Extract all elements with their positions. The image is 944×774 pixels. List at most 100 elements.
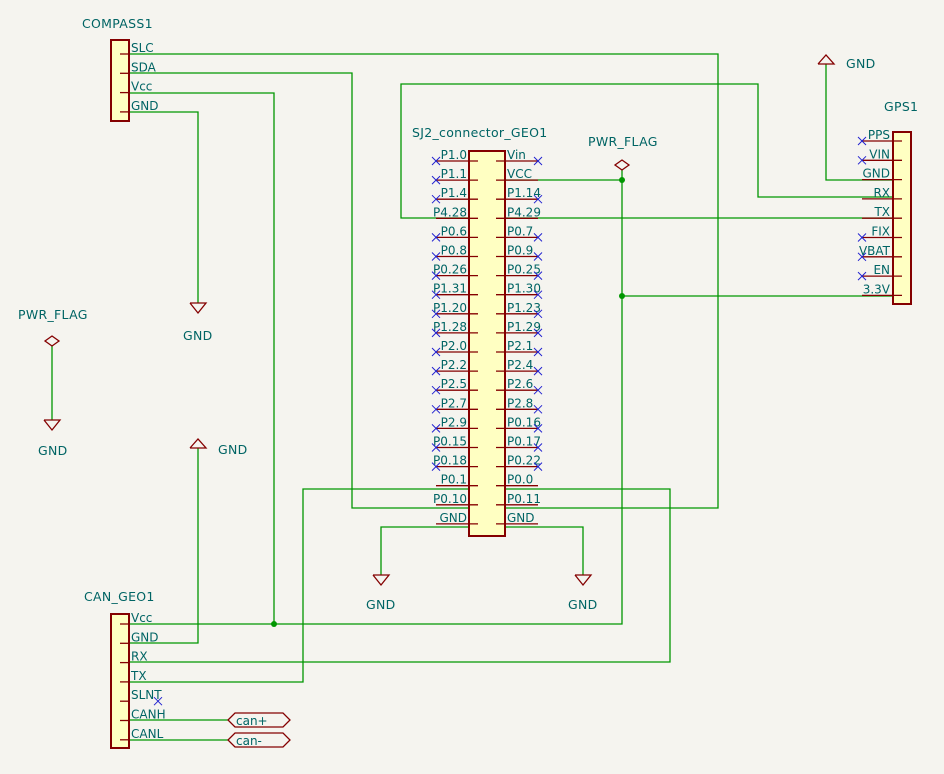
sj2-left-pin-label: P1.1 (441, 167, 467, 181)
wires (51, 53, 892, 741)
wire-compass-gnd (130, 111, 199, 303)
sj2-component[interactable]: SJ2_connector_GEO1 P1.0P1.1P1.4P4.28P0.6… (412, 125, 547, 537)
power-symbols: GND GND GND GND GND GND PWR_FLA (18, 54, 876, 612)
junction-vcc (619, 177, 625, 183)
gps-pin-label: VBAT (859, 244, 891, 258)
can-minus-text: can- (236, 734, 262, 748)
can-plus-text: can+ (236, 714, 268, 728)
gnd-symbol-sj2-left: GND (366, 574, 396, 612)
sj2-left-pin-label: P1.31 (433, 282, 467, 296)
sj2-left-pin-label: P2.7 (441, 396, 467, 410)
gps-pin-label: RX (873, 186, 890, 200)
sj2-left-pin-label: P1.28 (433, 320, 467, 334)
gnd-label-left: GND (38, 443, 68, 458)
sj2-left-pin-label: P2.5 (441, 377, 467, 391)
gps-pin-label: GND (862, 167, 890, 181)
sj2-left-no-connect (431, 233, 441, 242)
sj2-left-no-connect (431, 385, 441, 395)
wire-sda (130, 72, 468, 509)
gps-ref: GPS1 (884, 99, 918, 114)
can-pin-label: CANH (131, 708, 166, 722)
sj2-left-no-connect (431, 443, 441, 452)
gps-pin-label: 3.3V (863, 282, 891, 296)
gnd-label-can: GND (218, 442, 248, 457)
compass-pin-label: SDA (131, 60, 157, 74)
pwr-flag-vcc: PWR_FLAG (588, 134, 658, 171)
sj2-right-pin-label: P0.9 (507, 244, 533, 258)
gnd-symbol-can: GND (189, 438, 248, 457)
gnd-label-sj2-right: GND (568, 597, 598, 612)
sj2-left-pin-label: P0.18 (433, 454, 467, 468)
sj2-right-no-connect (533, 366, 543, 376)
sj2-right-pin-label: P0.16 (507, 415, 541, 429)
gnd-label-compass: GND (183, 328, 213, 343)
sj2-left-no-connect (431, 462, 441, 471)
sj2-left-pin-label: P2.0 (441, 339, 467, 353)
gps-pin-label: PPS (868, 128, 890, 142)
sj2-ref: SJ2_connector_GEO1 (412, 125, 547, 140)
wire-gps-rx (400, 83, 892, 219)
compass-pin-label: SLC (131, 41, 154, 55)
gps-no-connect (857, 136, 867, 146)
sj2-right-pin-label: P2.4 (507, 358, 533, 372)
compass-pin-label: Vcc (131, 80, 152, 94)
gnd-symbol-sj2-right: GND (568, 574, 598, 612)
sj2-right-no-connect (533, 404, 543, 414)
sj2-right-pin-label: P0.11 (507, 492, 541, 506)
sj2-right-pin-label: P2.6 (507, 377, 533, 391)
wire-sj2-vcc (130, 179, 623, 625)
sj2-left-pin-label: P0.1 (441, 473, 467, 487)
gnd-symbol-left: GND (38, 419, 68, 458)
sj2-left-pin-label: P1.20 (433, 301, 467, 315)
sj2-right-no-connect (533, 233, 543, 242)
gps-no-connect (857, 233, 867, 242)
gnd-symbol-compass: GND (183, 302, 213, 343)
sj2-left-pin-label: P4.28 (433, 205, 467, 219)
wire-can-tx (130, 488, 468, 683)
sj2-left-no-connect (431, 347, 441, 357)
sj2-left-no-connect (431, 309, 441, 319)
can-no-connect (153, 696, 163, 706)
sj2-left-pin-label: P0.15 (433, 435, 467, 449)
gps-no-connect (857, 271, 867, 281)
sj2-right-no-connect (533, 385, 543, 395)
pwr-flag-label-vcc: PWR_FLAG (588, 134, 658, 149)
sj2-right-pin-label: P1.30 (507, 282, 541, 296)
sj2-right-pin-label: VCC (507, 167, 532, 181)
sj2-left-pin-label: P0.8 (441, 244, 467, 258)
sj2-left-no-connect (431, 156, 441, 166)
gps-pin-label: FIX (871, 225, 890, 239)
sj2-right-no-connect (533, 347, 543, 357)
sj2-left-no-connect (431, 366, 441, 376)
can-ref: CAN_GEO1 (84, 589, 155, 604)
sj2-left-no-connect (431, 404, 441, 414)
sj2-right-pin-label: P0.17 (507, 435, 541, 449)
can-pin-label: RX (131, 650, 148, 664)
sj2-right-no-connect (533, 271, 543, 280)
wire-sj2-gnd-right (506, 526, 584, 575)
sj2-right-pin-label: P0.25 (507, 263, 541, 277)
compass-body (110, 39, 130, 122)
junction-compass-vcc (271, 621, 277, 627)
can-pin-label: GND (131, 630, 159, 644)
sj2-right-pin-label: P0.7 (507, 224, 533, 238)
sj2-right-pin-label: P0.22 (507, 454, 541, 468)
sj2-left-no-connect (431, 328, 441, 338)
can-pin-label: TX (130, 669, 147, 683)
sj2-left-pin-label: GND (439, 511, 467, 525)
gps-no-connect (857, 252, 867, 262)
sj2-left-no-connect (431, 271, 441, 280)
can-pin-label: Vcc (131, 611, 152, 625)
sj2-right-no-connect (533, 309, 543, 319)
sj2-left-pin-label: P2.9 (441, 415, 467, 429)
gnd-label-sj2-left: GND (366, 597, 396, 612)
sj2-left-no-connect (431, 252, 441, 261)
sj2-left-pin-label: P0.26 (433, 263, 467, 277)
gps-pin-label: VIN (869, 147, 890, 161)
sj2-right-no-connect (533, 443, 543, 452)
gnd-label-gps: GND (846, 56, 876, 71)
sj2-right-pin-label: P1.29 (507, 320, 541, 334)
